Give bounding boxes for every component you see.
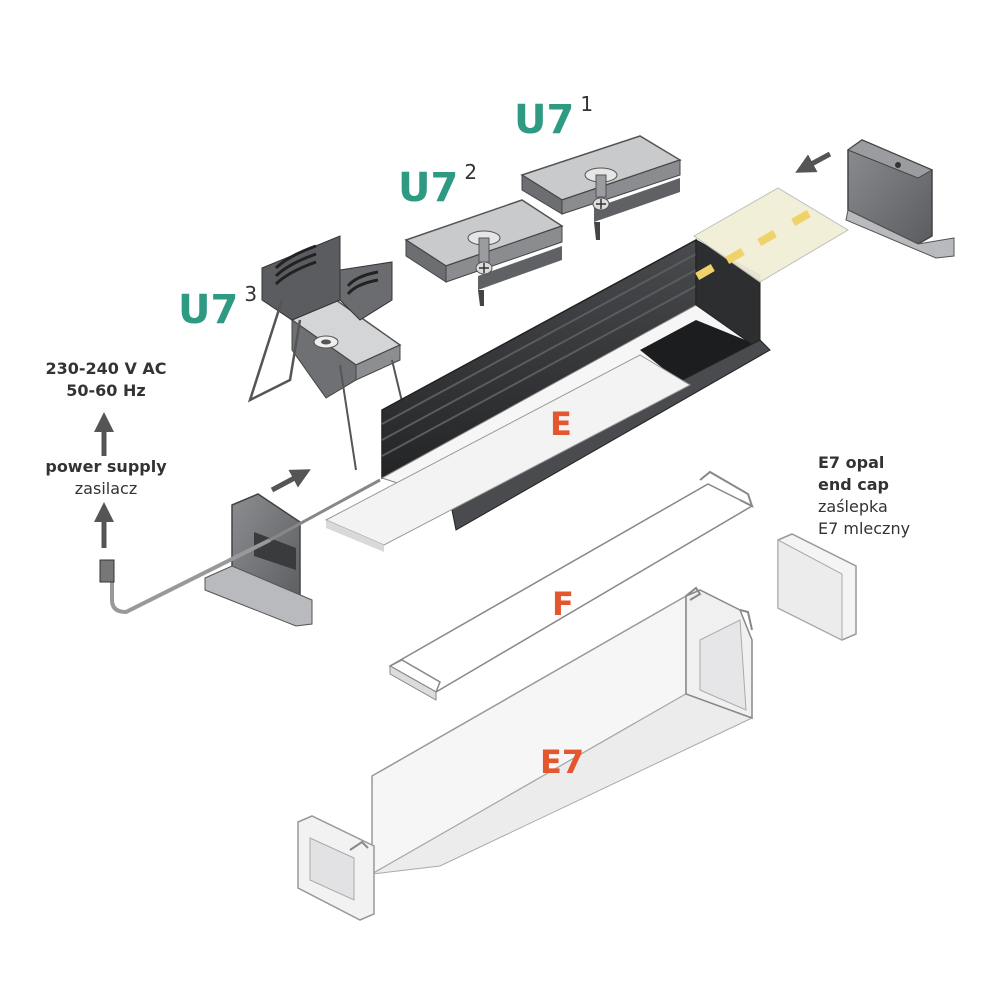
arrow-left-icon xyxy=(795,151,832,173)
power-frequency: 50-60 Hz xyxy=(66,381,146,400)
end-cap-label-line4: E7 mleczny xyxy=(818,519,911,538)
label-part-f: F xyxy=(552,585,574,623)
label-u7-1-superscript: 1 xyxy=(580,92,594,116)
opal-end-cap-right xyxy=(777,533,857,641)
power-voltage: 230-240 V AC xyxy=(45,359,167,378)
cover-profile-f xyxy=(388,470,754,701)
power-supply-label: power supply xyxy=(45,457,167,476)
end-cap-label-line1: E7 opal xyxy=(818,453,885,472)
mounting-clip-u7-1 xyxy=(520,135,682,240)
label-part-e7: E7 xyxy=(540,743,585,781)
arrow-right-icon xyxy=(270,469,311,493)
profile-end-cap-with-cable xyxy=(99,478,381,627)
label-part-e: E xyxy=(550,405,572,443)
end-cap-label-line3: zaślepka xyxy=(818,497,888,516)
power-supply-label-pl: zasilacz xyxy=(74,479,138,498)
profile-end-cap-dark xyxy=(845,139,955,259)
spring-clip-u7-3 xyxy=(247,235,405,471)
label-u7-2-superscript: 2 xyxy=(464,160,478,184)
mounting-clip-u7-2 xyxy=(404,199,564,306)
profile-e7 xyxy=(371,586,754,876)
profile-diffuser-sheet xyxy=(324,354,692,552)
end-cap-label-line2: end cap xyxy=(818,475,889,494)
opal-end-cap-left xyxy=(297,815,375,921)
led-strip xyxy=(693,187,849,283)
label-u7-3-superscript: 3 xyxy=(244,282,258,306)
